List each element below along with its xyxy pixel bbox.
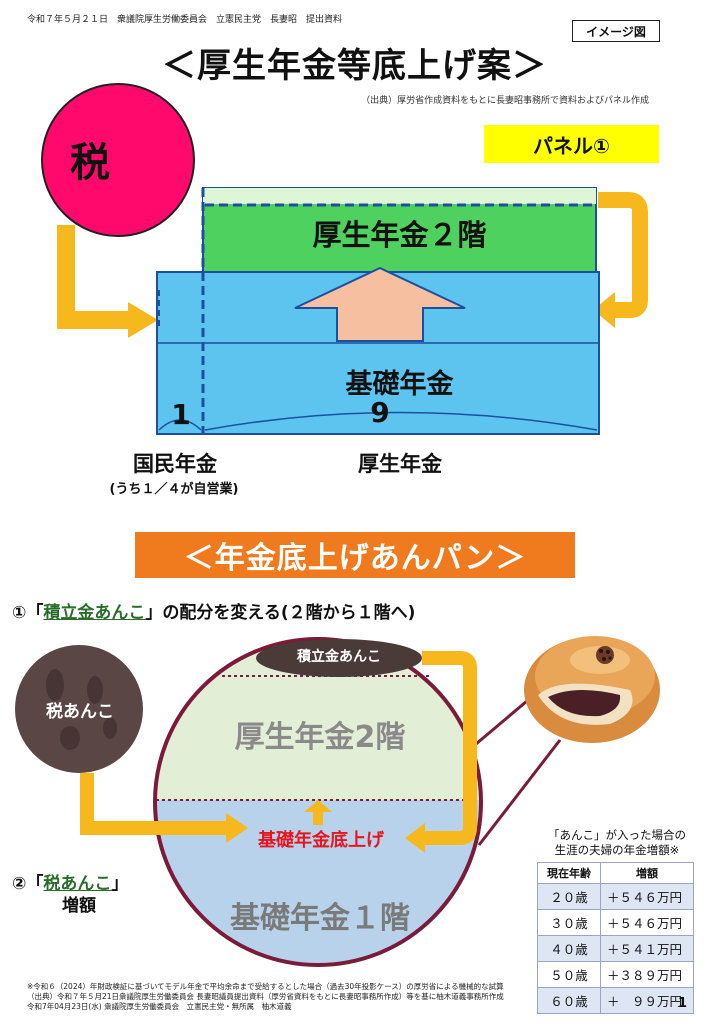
boost-up-arrow xyxy=(294,266,466,342)
table-row: ５０歳＋３８９万円 xyxy=(537,961,694,988)
increase-table-block: 「あんこ」が入った場合の 生涯の夫婦の年金増額※ 現在年齢 増額 ２０歳＋５４６… xyxy=(537,828,697,1014)
table-row: ３０歳＋５４６万円 xyxy=(537,909,694,936)
source-note: （出典）厚労省作成資料をもとに長妻昭事務所で資料およびパネル作成 xyxy=(361,96,649,106)
image-tag: イメージ図 xyxy=(572,20,660,42)
footnote: ※令和６（2024）年財政検証に基づいてモデル年金で平均余命まで受給するとした場… xyxy=(27,982,504,1011)
col-age: 現在年齢 xyxy=(537,862,601,884)
zei-arrow xyxy=(80,773,248,843)
tsumitate-anko-label: 積立金あんこ xyxy=(297,649,381,665)
return-arrow xyxy=(593,192,648,328)
meeting-note: 令和７年５月２１日 衆議院厚生労働委員会 立憲民主党 長妻昭 提出資料 xyxy=(27,15,343,25)
kosei-2f-label: 厚生年金２階 xyxy=(312,218,487,252)
kosei-label: 厚生年金 xyxy=(358,452,442,476)
tax-circle xyxy=(41,83,195,237)
tsumitate-anko xyxy=(256,639,422,677)
table-row: ４０歳＋５４１万円 xyxy=(537,935,694,962)
increase-table: 現在年齢 増額 ２０歳＋５４６万円 ３０歳＋５４６万円 ４０歳＋５４１万円 ５０… xyxy=(537,862,694,1014)
zei-anko xyxy=(15,645,143,773)
tax-label: 税 xyxy=(70,140,110,186)
kokumin-note: (うち１／４が自営業) xyxy=(109,482,239,497)
kokumin-label: 国民年金 xyxy=(133,452,217,476)
small-up-arrow xyxy=(304,800,332,825)
step2-keyword: 税あんこ xyxy=(43,874,112,894)
page-number: 1 xyxy=(678,996,688,1011)
table-caption: 「あんこ」が入った場合の 生涯の夫婦の年金増額※ xyxy=(548,828,686,857)
ratio-left: 1 xyxy=(171,398,191,431)
col-increase: 増額 xyxy=(600,862,694,884)
step2-line2: 増額 xyxy=(62,896,96,916)
anpan-icon xyxy=(524,636,660,743)
tax-to-kiso-arrow xyxy=(57,225,158,338)
panel-badge: パネル① xyxy=(484,125,659,163)
step1-keyword: 積立金あんこ xyxy=(43,603,146,623)
kiso-label: 基礎年金 xyxy=(345,369,454,400)
step2-text: ②「税あんこ」 増額 xyxy=(12,874,129,916)
upper-label: 厚生年金2階 xyxy=(234,720,406,755)
table-row: ２０歳＋５４６万円 xyxy=(537,883,694,910)
zei-anko-label: 税あんこ xyxy=(46,702,114,722)
ratio-right: 9 xyxy=(370,396,390,429)
tsumitate-arrow xyxy=(405,651,477,853)
table-row: ６０歳＋ ９９万円 xyxy=(537,987,694,1014)
step1-text: ①「積立金あんこ」の配分を変える(２階から１階へ) xyxy=(12,603,416,623)
lower-label: 基礎年金１階 xyxy=(230,901,410,936)
page-title: ＜厚生年金等底上げ案＞ xyxy=(162,46,547,86)
boost-label: 基礎年金底上げ xyxy=(258,830,384,851)
anpan-banner: ＜年金底上げあんパン＞ xyxy=(135,532,575,578)
